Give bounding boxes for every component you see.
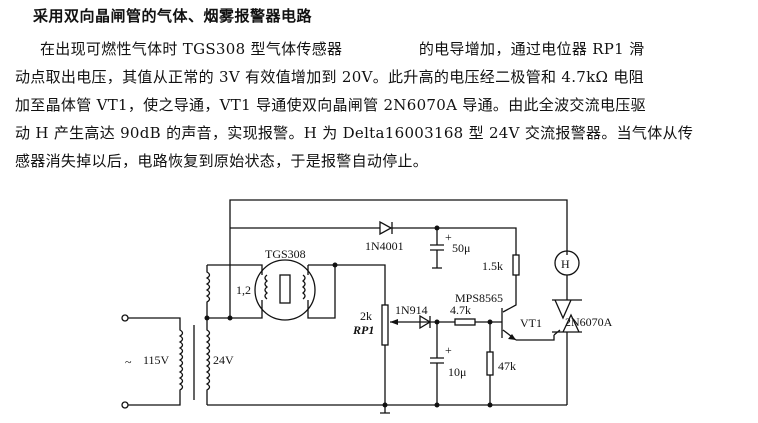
- section-title: 采用双向晶闸管的气体、烟雾报警器电路: [33, 7, 313, 25]
- emitter-arrow: [508, 334, 516, 340]
- paragraph-line: 动 H 产生高达 90dB 的声音，实现报警。H 为 Delta16003168…: [15, 124, 694, 142]
- capacitor-50u: [430, 228, 444, 269]
- pot-value-label: 2k: [360, 309, 372, 323]
- diode-1n4001-label: 1N4001: [365, 239, 404, 253]
- cap1-label: 50μ: [452, 241, 470, 255]
- paragraph-line: 加至晶体管 VT1，使之导通，VT1 导通使双向晶闸管 2N6070A 导通。由…: [15, 96, 646, 114]
- junction-dot: [227, 315, 233, 321]
- triac-2n6070a: [516, 299, 582, 405]
- triac-label: 2N6070A: [565, 315, 613, 329]
- sensor-element: [279, 274, 291, 304]
- ac-symbol: ~: [125, 355, 132, 369]
- wiper-arrow: [390, 319, 398, 325]
- transformer-primary: [128, 317, 184, 406]
- sensor-label: TGS308: [265, 247, 306, 261]
- sensor-heater-coils: [264, 274, 306, 300]
- plus-sign: +: [445, 230, 452, 244]
- capacitor-10u: [430, 322, 444, 405]
- secondary-voltage-label: 24V: [213, 353, 234, 367]
- plus-sign: +: [445, 343, 452, 357]
- transistor-name-label: VT1: [520, 316, 542, 330]
- input-terminal: [121, 314, 129, 322]
- junction-dot: [332, 262, 338, 268]
- transformer-secondary: [205, 265, 211, 405]
- wire-second: [230, 227, 517, 313]
- resistor-1-5k: [512, 254, 520, 276]
- sensor-pins-label: 1,2: [236, 283, 251, 297]
- input-terminal: [121, 401, 129, 409]
- resistor-4-7k: [454, 318, 476, 326]
- transistor-type-label: MPS8565: [455, 291, 503, 305]
- transistor-vt1: [475, 308, 517, 341]
- horn-label: H: [561, 257, 570, 271]
- res1-label: 1.5k: [482, 259, 503, 273]
- gas-sensor-tgs308: [254, 259, 316, 321]
- wire: [335, 264, 390, 414]
- sensor-wires: [207, 264, 336, 319]
- paragraph-line: 动点取出电压，其值从正常的 3V 有效值增加到 20V。此升高的电压经二极管和 …: [15, 68, 644, 86]
- res3-label: 47k: [498, 359, 516, 373]
- paragraph-line: 感器消失掉以后，电路恢复到原始状态，于是报警自动停止。: [15, 152, 429, 170]
- resistor-47k: [486, 351, 494, 376]
- res2-label: 4.7k: [450, 303, 471, 317]
- pot-name-label: RP1: [352, 323, 374, 337]
- primary-voltage-label: 115V: [143, 353, 170, 367]
- junction-dot: [382, 402, 388, 408]
- cap2-label: 10μ: [448, 365, 466, 379]
- potentiometer-rp1: [381, 304, 389, 346]
- diode-1n4001: [379, 220, 393, 236]
- junction-dot: [487, 402, 493, 408]
- diode-1n914: [419, 314, 432, 330]
- diode-1n914-label: 1N914: [395, 303, 428, 317]
- wire-top: [229, 199, 568, 318]
- paragraph-line: 在出现可燃性气体时 TGS308 型气体传感器 的电导增加，通过电位器 RP1 …: [40, 40, 645, 58]
- junction-dot: [434, 402, 440, 408]
